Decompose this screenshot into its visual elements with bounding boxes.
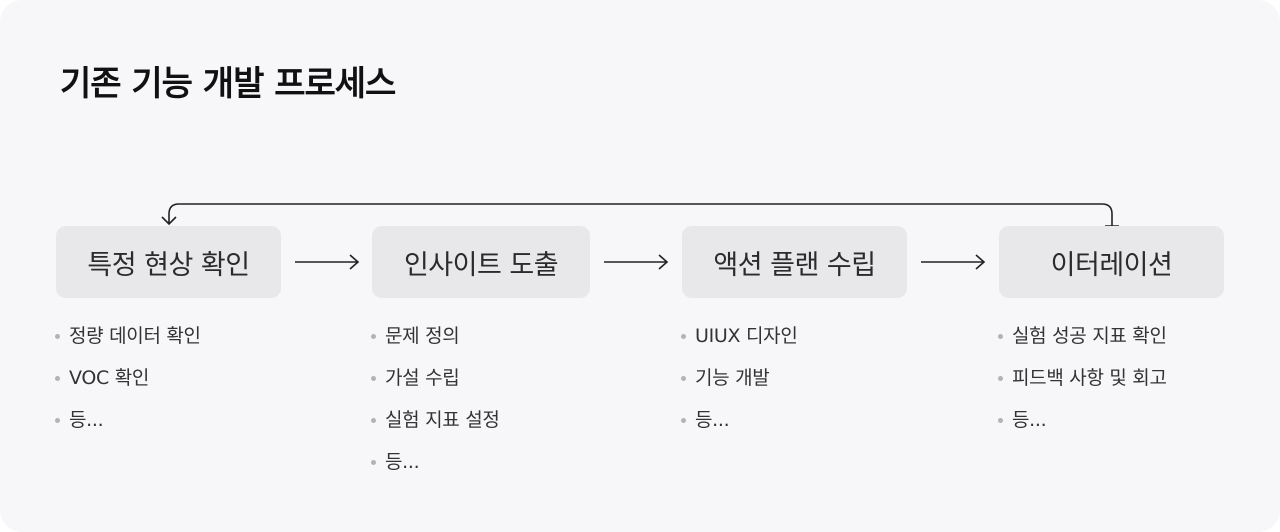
list-item: 등... <box>681 402 798 444</box>
step-3-details: UIUX 디자인 기능 개발 등... <box>681 318 798 444</box>
step-4-details: 실험 성공 지표 확인 피드백 사항 및 회고 등... <box>998 318 1167 444</box>
step-box-3: 액션 플랜 수립 <box>682 226 907 298</box>
list-item: 등... <box>371 444 500 486</box>
list-item: 실험 지표 설정 <box>371 402 500 444</box>
arrow-3-to-4 <box>921 254 986 270</box>
list-item: 실험 성공 지표 확인 <box>998 318 1167 360</box>
step-1-details: 정량 데이터 확인 VOC 확인 등... <box>55 318 201 444</box>
step-2-details: 문제 정의 가설 수립 실험 지표 설정 등... <box>371 318 500 486</box>
step-box-2: 인사이트 도출 <box>372 226 590 298</box>
list-item: 가설 수립 <box>371 360 500 402</box>
arrow-1-to-2 <box>295 254 360 270</box>
list-item: VOC 확인 <box>55 360 201 402</box>
list-item: UIUX 디자인 <box>681 318 798 360</box>
list-item: 문제 정의 <box>371 318 500 360</box>
list-item: 등... <box>55 402 201 444</box>
step-box-4: 이터레이션 <box>999 226 1224 298</box>
page-title: 기존 기능 개발 프로세스 <box>60 64 396 104</box>
loop-back-arrow <box>161 203 1119 227</box>
list-item: 정량 데이터 확인 <box>55 318 201 360</box>
arrow-2-to-3 <box>604 254 669 270</box>
list-item: 기능 개발 <box>681 360 798 402</box>
step-box-1: 특정 현상 확인 <box>56 226 281 298</box>
list-item: 등... <box>998 402 1167 444</box>
list-item: 피드백 사항 및 회고 <box>998 360 1167 402</box>
